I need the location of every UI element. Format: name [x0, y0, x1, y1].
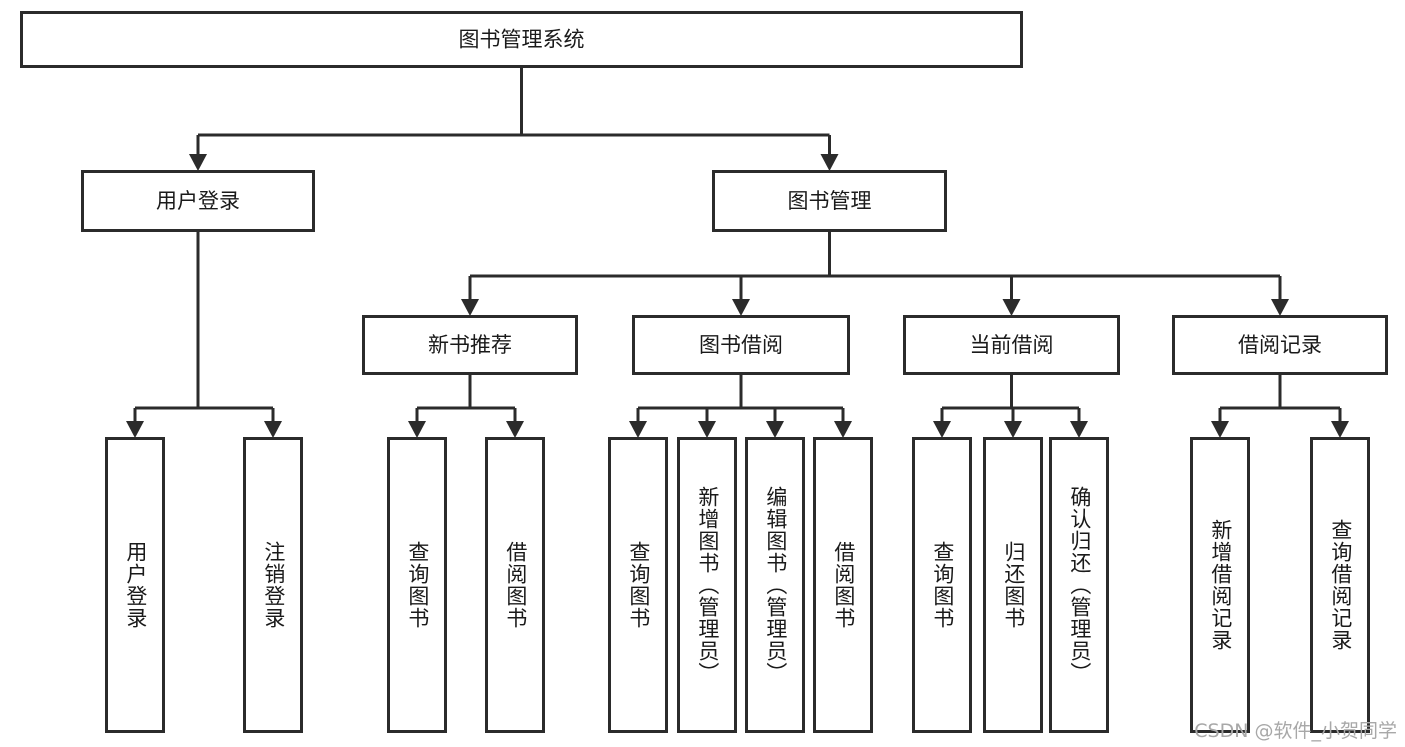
arrow-head-icon: [1211, 421, 1229, 438]
arrow-head-icon: [408, 421, 426, 438]
node-boxes-group: [20, 11, 1388, 733]
arrow-head-icon: [461, 299, 479, 316]
node-user-login[interactable]: [81, 170, 315, 232]
node-new-book-recommend[interactable]: [362, 315, 578, 375]
node-current-borrow-label: 当前借阅: [970, 333, 1054, 357]
node-leaf-add-book[interactable]: [677, 437, 737, 733]
node-borrow-record-label: 借阅记录: [1238, 333, 1322, 357]
node-leaf-borrow-book-2[interactable]: [813, 437, 873, 733]
node-leaf-query-book-2[interactable]: [608, 437, 668, 733]
arrow-head-icon: [1331, 421, 1349, 438]
node-leaf-borrow-book-1[interactable]: [485, 437, 545, 733]
arrow-head-icon: [1070, 421, 1088, 438]
arrow-head-icon: [1002, 299, 1021, 316]
arrow-head-icon: [189, 154, 207, 171]
arrow-head-icon: [1004, 421, 1022, 438]
node-leaf-user-login[interactable]: [105, 437, 165, 733]
arrow-head-icon: [698, 421, 716, 438]
node-leaf-query-record[interactable]: [1310, 437, 1370, 733]
node-root-label: 图书管理系统: [459, 28, 585, 52]
node-book-manage[interactable]: [712, 170, 947, 232]
node-leaf-return-book[interactable]: [983, 437, 1043, 733]
node-borrow-record[interactable]: [1172, 315, 1388, 375]
node-leaf-query-book-3[interactable]: [912, 437, 972, 733]
arrow-head-icon: [834, 421, 852, 438]
node-leaf-query-book-1[interactable]: [387, 437, 447, 733]
node-leaf-logout[interactable]: [243, 437, 303, 733]
arrow-head-icon: [126, 421, 144, 438]
node-leaf-edit-book[interactable]: [745, 437, 805, 733]
node-root[interactable]: [20, 11, 1023, 68]
node-leaf-confirm-return[interactable]: [1049, 437, 1109, 733]
csdn-watermark: CSDN @软件_小贺同学: [1194, 720, 1397, 742]
connector-lines-group: [126, 68, 1349, 438]
node-book-borrow-label: 图书借阅: [699, 333, 783, 357]
arrow-head-icon: [820, 154, 839, 171]
node-user-login-label: 用户登录: [156, 189, 240, 213]
arrow-head-icon: [264, 421, 282, 438]
node-book-manage-label: 图书管理: [788, 189, 872, 213]
arrow-head-icon: [629, 421, 647, 438]
node-leaf-add-record[interactable]: [1190, 437, 1250, 733]
arrow-head-icon: [506, 421, 524, 438]
node-current-borrow[interactable]: [903, 315, 1120, 375]
node-new-book-recommend-label: 新书推荐: [428, 333, 512, 357]
arrow-head-icon: [732, 299, 750, 316]
node-book-borrow[interactable]: [632, 315, 850, 375]
arrow-head-icon: [1271, 299, 1289, 316]
arrow-head-icon: [933, 421, 951, 438]
arrow-head-icon: [766, 421, 784, 438]
